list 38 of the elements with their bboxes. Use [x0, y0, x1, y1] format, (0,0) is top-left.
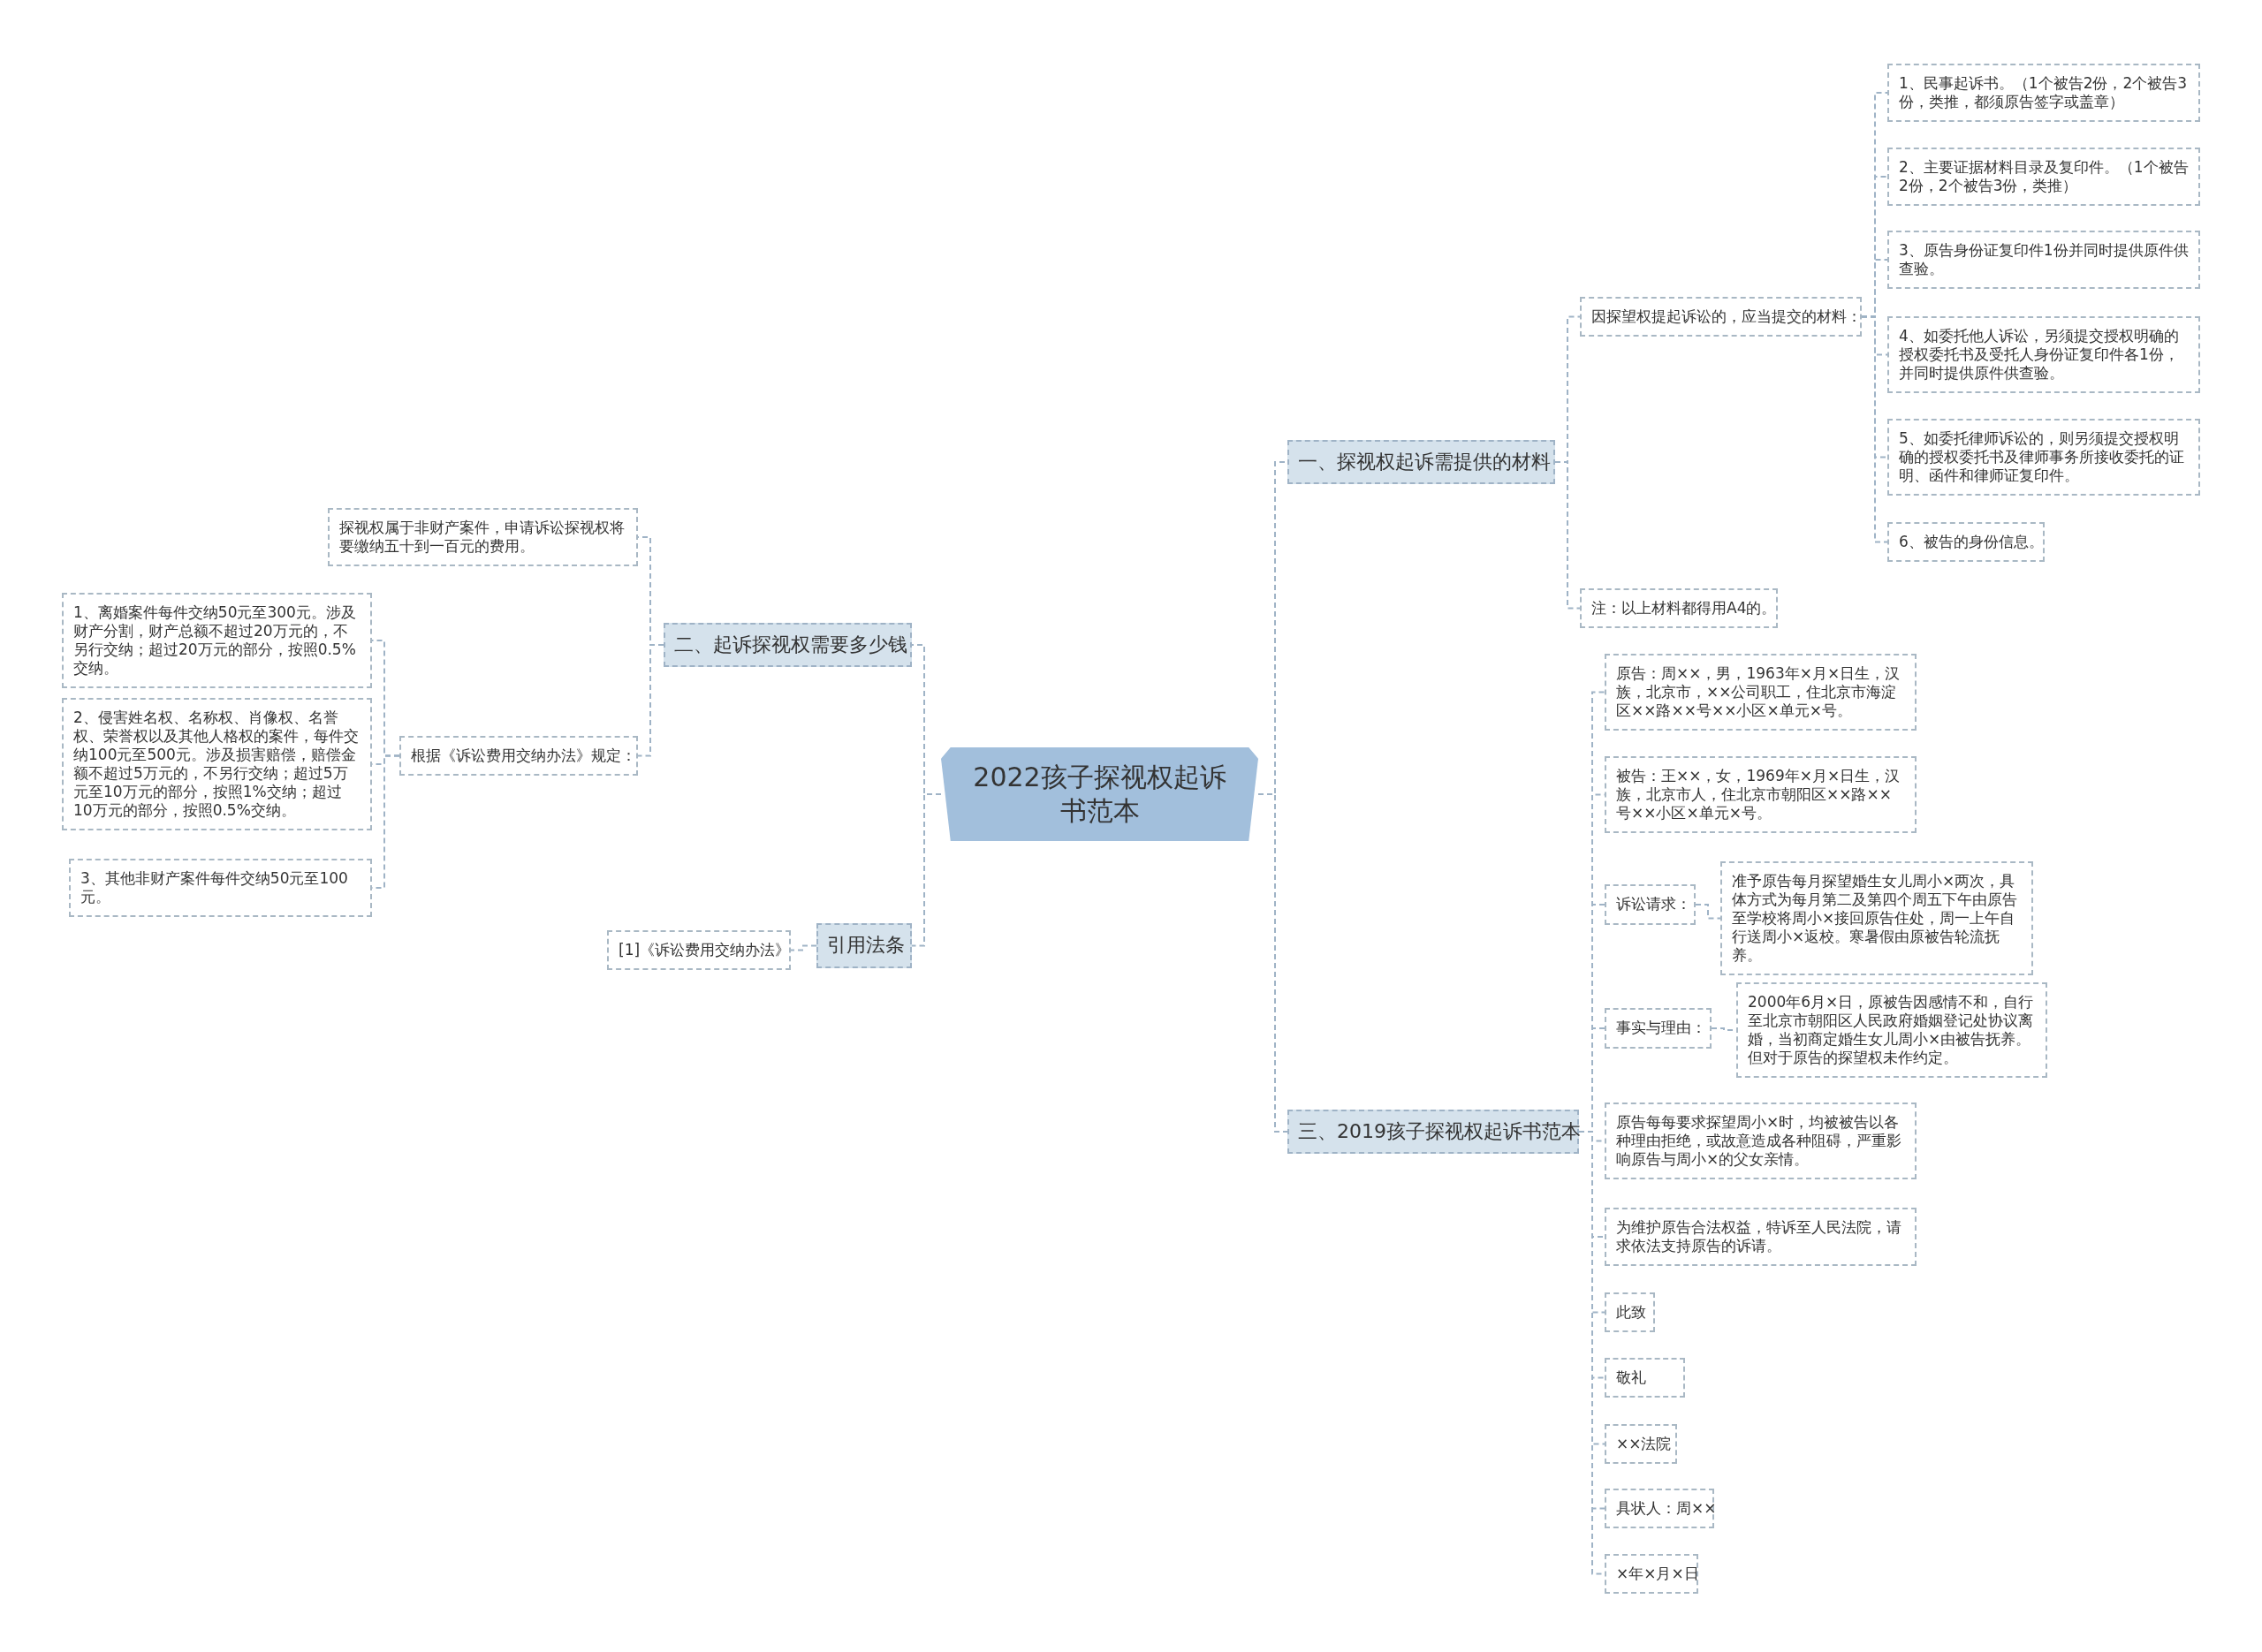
text-box: 注：以上材料都得用A4的。: [1580, 588, 1778, 628]
text-box: ××法院: [1605, 1424, 1677, 1464]
text-box: [1]《诉讼费用交纳办法》: [607, 930, 791, 970]
text-box: 原告：周××，男，1963年×月×日生，汉族，北京市，××公司职工，住北京市海淀区××路××号××小区×单元×号。: [1605, 654, 1917, 731]
text-box: 6、被告的身份信息。: [1887, 522, 2045, 562]
text-box: 3、原告身份证复印件1份并同时提供原件供查验。: [1887, 231, 2200, 289]
branch-topic: 引用法条: [816, 923, 912, 968]
connector-line: [1554, 461, 1581, 610]
text-box: 2、侵害姓名权、名称权、肖像权、名誉权、荣誉权以及其他人格权的案件，每件交纳100元至500元。涉及损害赔偿，赔偿金额不超过5万元的，不另行交纳；超过5万元至10万元的部分，按照1%交纳；超过10万元的部分，按照0.5%交纳。: [62, 698, 372, 830]
text-box: 被告：王××，女，1969年×月×日生，汉族，北京市人，住北京市朝阳区××路××号××小区×单元×号。: [1605, 756, 1917, 833]
text-box: 事实与理由：: [1605, 1008, 1712, 1049]
text-box: 诉讼请求：: [1605, 884, 1696, 925]
text-box: 具状人：周××: [1605, 1489, 1714, 1528]
text-box: 5、如委托律师诉讼的，则另须提交授权明确的授权委托书及律师事务所接收委托的证明、函件和律师证复印件。: [1887, 419, 2200, 496]
connector-line: [790, 944, 817, 951]
text-box: 1、民事起诉书。（1个被告2份，2个被告3份，类推，都须原告签字或盖章）: [1887, 64, 2200, 122]
text-box: ×年×月×日: [1605, 1554, 1698, 1594]
connector-line: [637, 644, 664, 757]
text-box: 因探望权提起诉讼的，应当提交的材料：: [1580, 297, 1862, 337]
text-box: 2000年6月×日，原被告因感情不和，自行至北京市朝阳区人民政府婚姻登记处协议离婚，当初商定婚生女儿周小×由被告抚养。但对于原告的探望权未作约定。: [1736, 982, 2047, 1078]
branch-topic: 二、起诉探视权需要多少钱: [664, 623, 912, 667]
text-box: 准予原告每月探望婚生女儿周小×两次，具体方式为每月第二及第四个周五下午由原告至学校将周小×接回原告住处，周一上午自行送周小×返校。寒暑假由原被告轮流抚养。: [1720, 861, 2033, 975]
text-box: 根据《诉讼费用交纳办法》规定：: [399, 736, 638, 776]
text-box: 此致: [1605, 1292, 1655, 1332]
text-box: 探视权属于非财产案件，申请诉讼探视权将要缴纳五十到一百元的费用。: [328, 508, 638, 566]
text-box: 敬礼: [1605, 1358, 1685, 1398]
text-box: 1、离婚案件每件交纳50元至300元。涉及财产分割，财产总额不超过20万元的，不另行交纳；超过20万元的部分，按照0.5%交纳。: [62, 593, 372, 688]
branch-topic: 三、2019孩子探视权起诉书范本: [1287, 1110, 1579, 1154]
text-box: 为维护原告合法权益，特诉至人民法院，请求依法支持原告的诉请。: [1605, 1208, 1917, 1266]
text-box: 原告每每要求探望周小×时，均被被告以各种理由拒绝，或故意造成各种阻碍，严重影响原告与周小×的父女亲情。: [1605, 1103, 1917, 1179]
central-topic: 2022孩子探视权起诉书范本: [941, 747, 1258, 841]
text-box: 3、其他非财产案件每件交纳50元至100元。: [69, 859, 372, 917]
connector-line: [911, 793, 942, 947]
text-box: 4、如委托他人诉讼，另须提交授权明确的授权委托书及受托人身份证复印件各1份，并同时提供原件供查验。: [1887, 316, 2200, 393]
connector-line: [1695, 904, 1721, 920]
text-box: 2、主要证据材料目录及复印件。（1个被告2份，2个被告3份，类推）: [1887, 148, 2200, 206]
branch-topic: 一、探视权起诉需提供的材料: [1287, 440, 1555, 484]
connector-line: [1861, 315, 1888, 543]
